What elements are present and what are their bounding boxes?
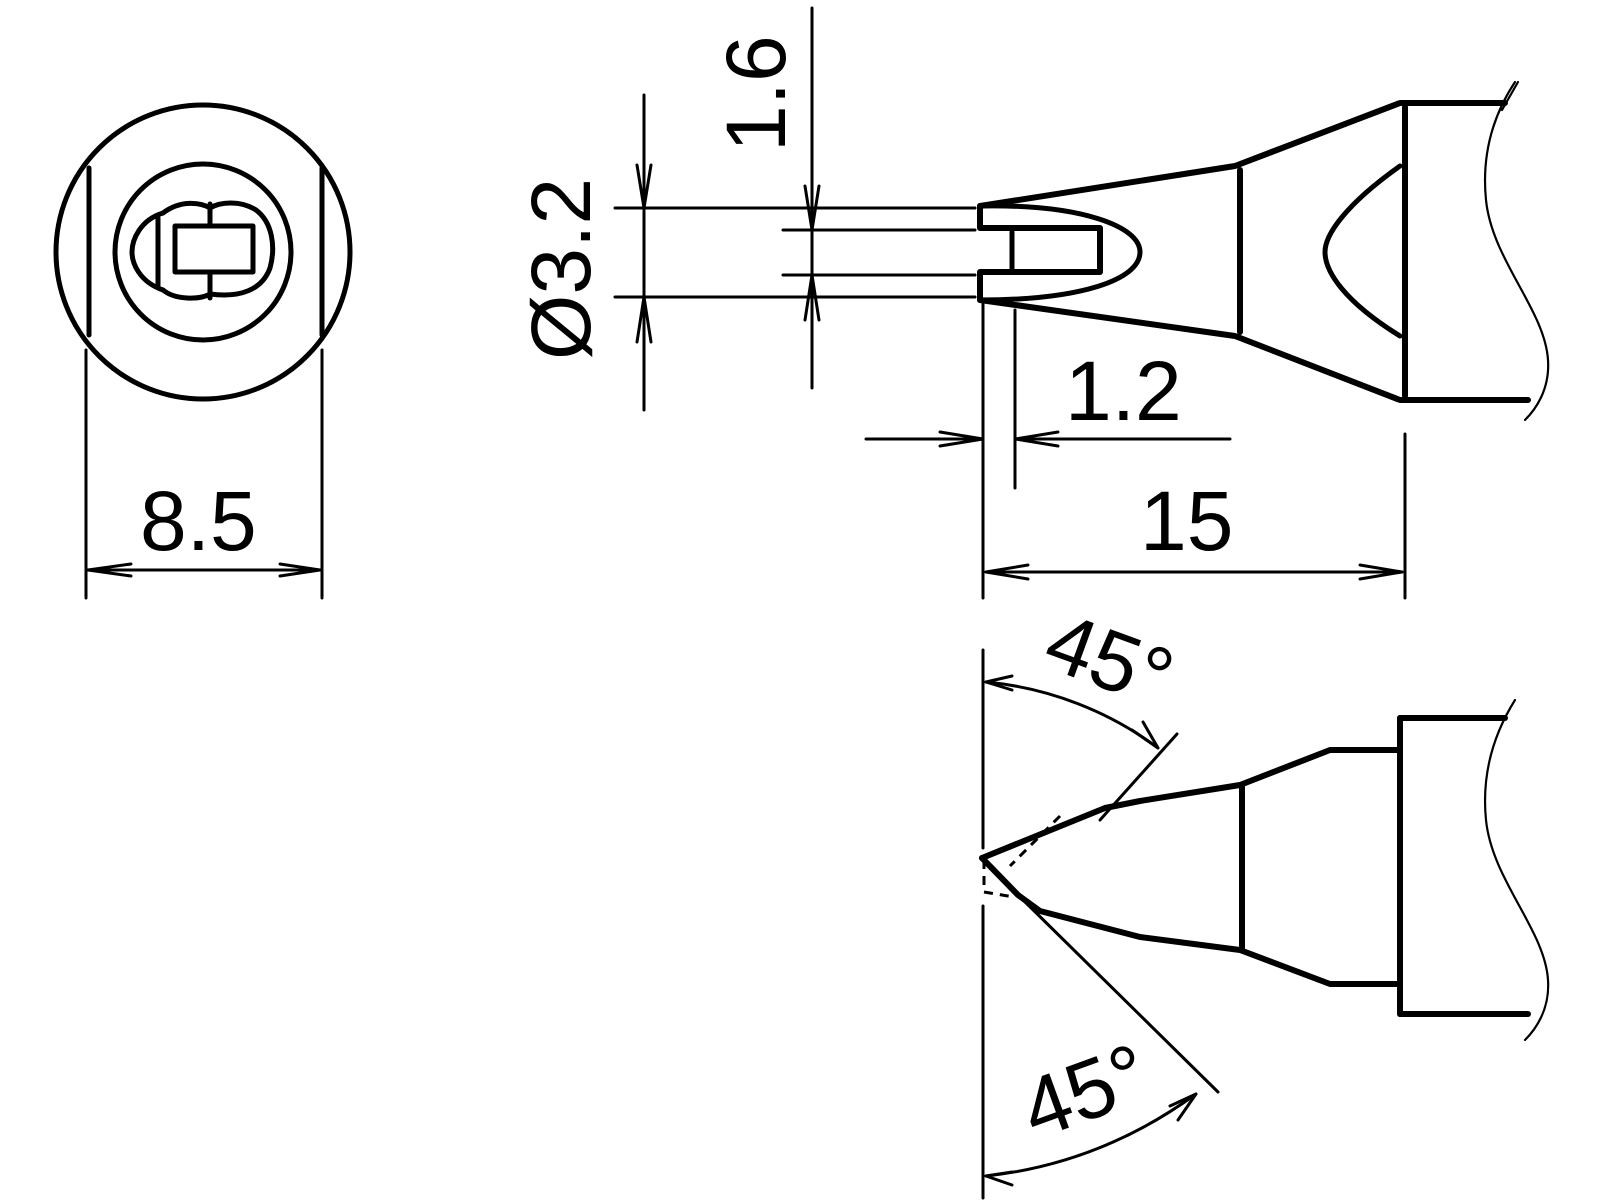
- side-view: [613, 6, 1550, 600]
- end-view: [53, 102, 353, 600]
- dim-width-label: 8.5: [140, 474, 257, 568]
- dim-offset-label: 1.2: [1065, 344, 1182, 438]
- angle-bottom-label: 45°: [1009, 1025, 1161, 1157]
- bevel-view: [979, 648, 1550, 1200]
- angle-top-label: 45°: [1034, 594, 1186, 726]
- dim-slot-label: 1.6: [709, 35, 803, 152]
- dim-length-label: 15: [1140, 474, 1233, 568]
- dim-diameter-label: Ø3.2: [514, 178, 608, 360]
